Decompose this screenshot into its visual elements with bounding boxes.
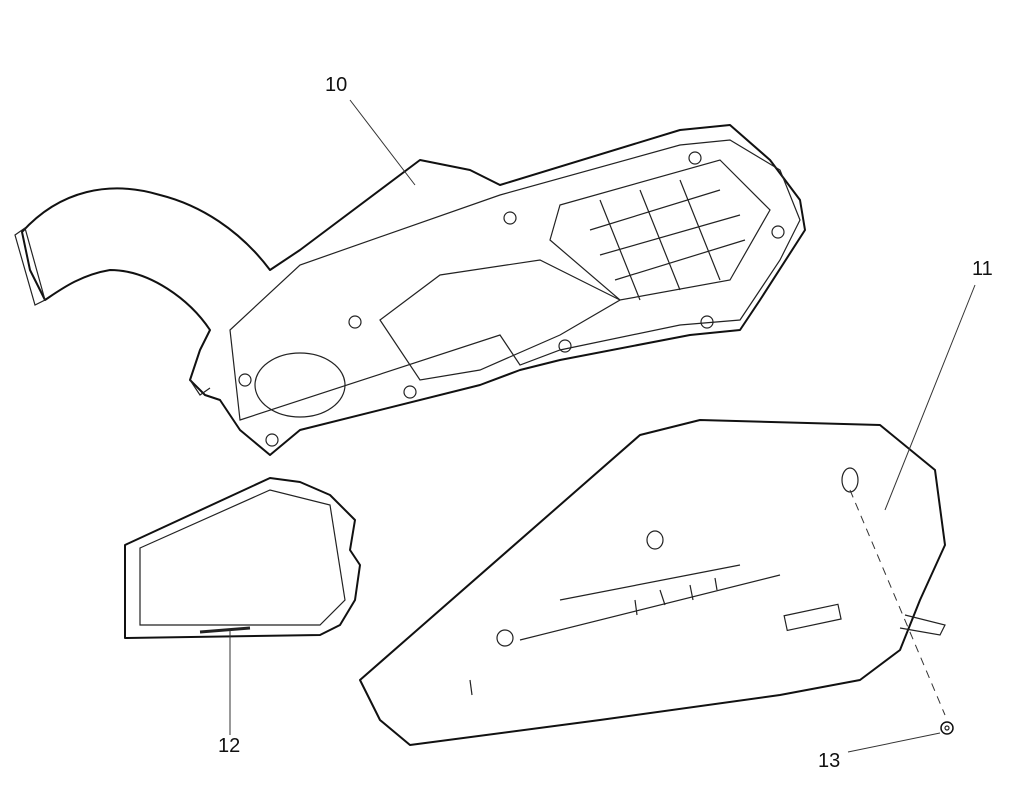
callout-label-10: 10: [325, 74, 347, 96]
airbox-cover-part-11: [359, 419, 946, 746]
screw-part-13: [940, 721, 954, 735]
leader-line-11: [884, 284, 976, 511]
callout-label-12: 12: [218, 735, 240, 757]
leader-line-13: [847, 732, 941, 753]
callout-label-11: 11: [972, 258, 993, 280]
airbox-housing-part-10: [14, 124, 806, 456]
leader-line-10: [349, 99, 416, 186]
air-filter-part-12: [124, 477, 361, 639]
callout-label-13: 13: [818, 750, 840, 772]
